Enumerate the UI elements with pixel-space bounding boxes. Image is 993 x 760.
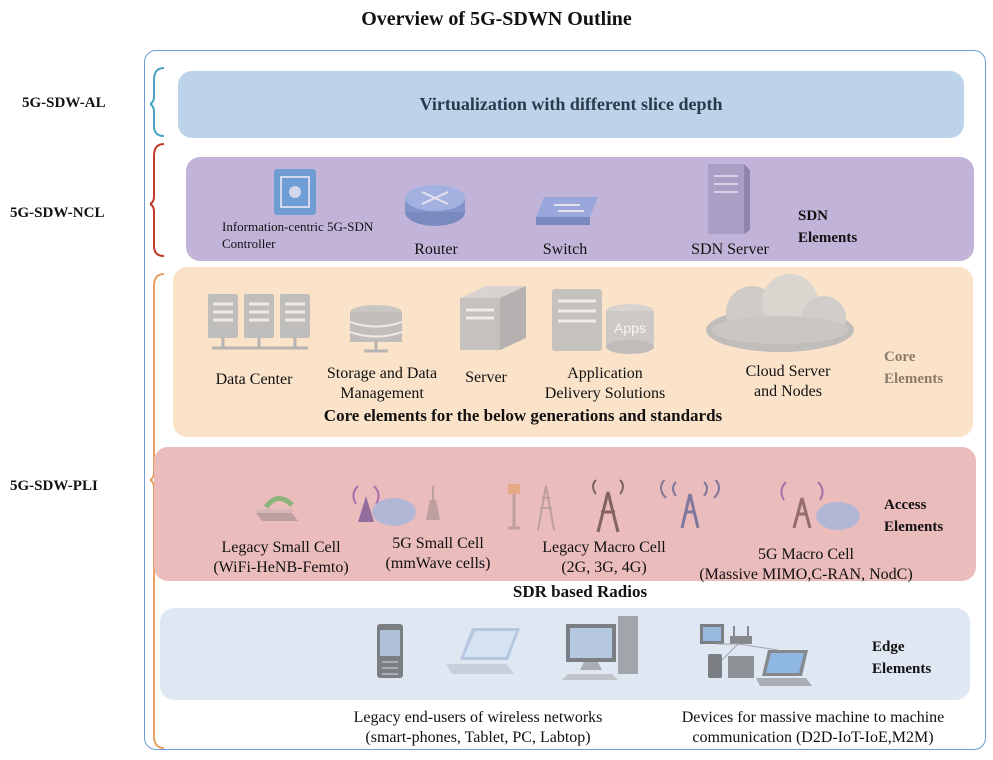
sdn-elements-line2: Elements	[798, 230, 858, 246]
5g-macro-cell-line2: (Massive MIMO,C-RAN, NodC)	[699, 566, 913, 583]
data-center-label: Data Center	[215, 371, 293, 388]
controller-label: Information-centric 5G-SDN Controller	[222, 218, 373, 252]
5g-small-cell-line2: (mmWave cells)	[385, 555, 491, 572]
router-label: Router	[414, 241, 458, 258]
legacy-macro-cell-icon	[508, 479, 624, 533]
access-elements-line2: Elements	[884, 519, 944, 535]
sdn-server-label: SDN Server	[691, 241, 769, 258]
access-elements-line1: Access	[884, 497, 927, 513]
edge-band	[160, 608, 970, 700]
core-caption: Core elements for the below generations …	[323, 406, 723, 425]
data-center-icon	[208, 294, 310, 350]
layer-label-pli: 5G-SDW-PLI	[10, 478, 98, 494]
al-bracket	[150, 67, 165, 137]
legacy-end-users-line1: Legacy end-users of wireless networks	[353, 709, 603, 726]
cloud-server-icon	[706, 274, 854, 352]
legacy-small-cell-icon	[256, 496, 298, 521]
edge-elements-label: Edge Elements	[872, 636, 931, 680]
legacy-end-users-line2: (smart-phones, Tablet, PC, Labtop)	[365, 729, 591, 746]
application-label-line2: Delivery Solutions	[544, 385, 666, 402]
edge-elements-line2: Elements	[872, 661, 932, 677]
smartphone-icon	[377, 624, 403, 678]
diagram-title: Overview of 5G-SDWN Outline	[361, 8, 632, 30]
storage-label-line1: Storage and Data	[326, 365, 438, 382]
core-elements-label: Core Elements	[884, 346, 943, 390]
legacy-macro-cell-label: Legacy Macro Cell (2G, 3G, 4G)	[524, 538, 684, 578]
5g-small-cell-icon	[352, 485, 440, 526]
al-band-text: Virtualization with different slice dept…	[419, 94, 723, 114]
cloud-server-label: Cloud Server and Nodes	[718, 362, 858, 402]
server-label: Server	[465, 369, 507, 386]
5g-macro-cell-line1: 5G Macro Cell	[758, 546, 854, 563]
5g-macro-cell-label: 5G Macro Cell (Massive MIMO,C-RAN, NodC)	[676, 545, 936, 585]
legacy-end-users-caption: Legacy end-users of wireless networks (s…	[318, 708, 638, 748]
switch-icon	[536, 197, 598, 225]
sdn-elements-line1: SDN	[798, 208, 829, 224]
sdn-server-icon	[708, 164, 750, 234]
desktop-pc-icon	[562, 616, 638, 680]
cloud-server-label-line2: and Nodes	[754, 383, 822, 400]
cloud-server-label-line1: Cloud Server	[745, 363, 831, 380]
application-label-line1: Application	[567, 365, 643, 382]
legacy-macro-cell-line2: (2G, 3G, 4G)	[561, 559, 647, 576]
laptop-icon	[446, 628, 520, 674]
switch-label: Switch	[542, 241, 588, 258]
legacy-small-cell-line1: Legacy Small Cell	[221, 539, 341, 556]
controller-label-line1: Information-centric 5G-SDN	[222, 219, 374, 234]
m2m-devices-caption: Devices for massive machine to machine c…	[648, 708, 978, 748]
m2m-devices-icon	[700, 624, 812, 686]
al-band	[178, 71, 964, 138]
outline-frame	[144, 50, 986, 750]
apps-icon-text: Apps	[614, 320, 646, 336]
legacy-macro-cell-line1: Legacy Macro Cell	[542, 539, 666, 556]
application-icon: Apps	[552, 289, 654, 354]
access-caption: SDR based Radios	[512, 582, 648, 601]
layer-label-al: 5G-SDW-AL	[22, 95, 106, 111]
legacy-small-cell-line2: (WiFi-HeNB-Femto)	[213, 559, 349, 576]
5g-macro-cell-icon	[660, 480, 860, 530]
sdn-elements-label: SDN Elements	[798, 205, 857, 249]
router-icon	[405, 185, 465, 226]
m2m-devices-line1: Devices for massive machine to machine	[681, 709, 945, 726]
storage-label-line2: Management	[340, 385, 424, 402]
server-icon	[460, 286, 526, 350]
storage-label: Storage and Data Management	[312, 364, 452, 404]
m2m-devices-line2: communication (D2D-IoT-IoE,M2M)	[692, 729, 934, 746]
core-elements-line1: Core	[884, 349, 916, 365]
legacy-small-cell-label: Legacy Small Cell (WiFi-HeNB-Femto)	[196, 538, 366, 578]
layer-label-ncl: 5G-SDW-NCL	[10, 205, 105, 221]
edge-elements-line1: Edge	[872, 639, 905, 655]
ncl-bracket	[150, 143, 165, 257]
5g-small-cell-label: 5G Small Cell (mmWave cells)	[368, 534, 508, 574]
controller-icon	[274, 169, 316, 215]
5g-small-cell-line1: 5G Small Cell	[392, 535, 484, 552]
core-elements-line2: Elements	[884, 371, 944, 387]
controller-label-line2: Controller	[222, 236, 276, 251]
storage-icon	[349, 305, 403, 353]
application-label: Application Delivery Solutions	[520, 364, 690, 404]
access-elements-label: Access Elements	[884, 494, 943, 538]
